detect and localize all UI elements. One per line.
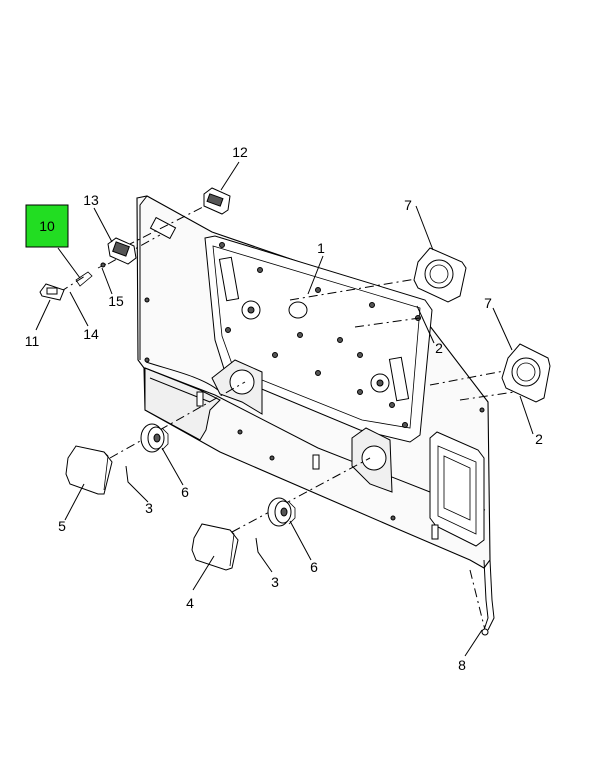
wire-harness: [481, 559, 495, 636]
switch-plate-upper: [203, 187, 231, 215]
callout-leaders: [35, 161, 534, 657]
speaker-cover-upper: [65, 445, 113, 495]
callout-3-lower[interactable]: 3: [271, 574, 279, 590]
callout-13[interactable]: 13: [83, 192, 99, 208]
back-panel: [136, 195, 491, 569]
callout-1[interactable]: 1: [317, 240, 325, 256]
fastener-dots: [144, 242, 485, 521]
callout-2-upper[interactable]: 2: [435, 340, 443, 356]
callout-8[interactable]: 8: [458, 657, 466, 673]
callout-10[interactable]: 10: [39, 218, 55, 234]
speaker-bracket-upper: [413, 247, 467, 303]
callout-11[interactable]: 11: [25, 333, 40, 349]
callout-6-upper[interactable]: 6: [181, 484, 189, 500]
callout-4[interactable]: 4: [186, 595, 194, 611]
callout-7-upper[interactable]: 7: [404, 197, 412, 213]
callout-7-lower[interactable]: 7: [484, 295, 492, 311]
callout-5[interactable]: 5: [58, 518, 66, 534]
callout-10-highlight[interactable]: [25, 204, 69, 248]
speaker-cover-lower: [191, 523, 239, 571]
speaker-lower: [267, 497, 296, 527]
callout-12[interactable]: 12: [232, 144, 248, 160]
speaker-upper: [140, 423, 169, 453]
screw: [97, 262, 107, 269]
callout-3-upper[interactable]: 3: [145, 500, 153, 516]
speaker-bracket-lower: [501, 343, 551, 403]
callout-15[interactable]: 15: [108, 293, 124, 309]
mounting-clip: [75, 271, 93, 287]
switch-housing: [107, 237, 137, 265]
callout-14[interactable]: 14: [83, 326, 99, 342]
callout-6-lower[interactable]: 6: [310, 559, 318, 575]
callout-labels: 1 2 2 3 3 4 5 6 6 7 7 8 10 11 12 13 14 1…: [25, 144, 543, 673]
switch-bezel: [39, 283, 65, 301]
callout-2-lower[interactable]: 2: [535, 431, 543, 447]
